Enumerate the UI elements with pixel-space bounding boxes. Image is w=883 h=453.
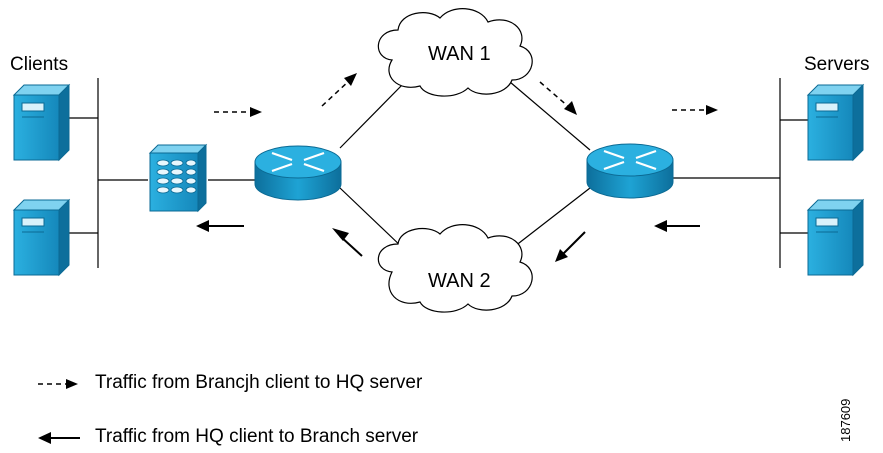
- server-icon: [806, 198, 865, 277]
- wan-cloud-icon: [377, 8, 533, 97]
- router-icon: [586, 143, 674, 199]
- wae-appliance-icon: [148, 143, 208, 213]
- server-icon: [806, 83, 865, 162]
- legend-dashed-arrow-icon: [38, 379, 78, 389]
- router-icon: [254, 145, 342, 201]
- wan1-label: WAN 1: [428, 43, 491, 65]
- figure-id: 187609: [838, 398, 853, 442]
- legend-dashed-text: Traffic from Brancjh client to HQ server: [95, 372, 423, 393]
- clients-label: Clients: [10, 54, 69, 75]
- legend-solid-text: Traffic from HQ client to Branch server: [95, 426, 419, 447]
- dashed-traffic-arrows: [214, 73, 718, 117]
- left-router-wan1-link: [339, 81, 406, 149]
- links: [68, 78, 808, 268]
- client-server-icon: [12, 198, 71, 277]
- wan-cloud-icon: [377, 224, 533, 313]
- wan2-label: WAN 2: [428, 270, 491, 292]
- wan2-right-router-link: [509, 187, 591, 251]
- wan1-right-router-link: [509, 81, 591, 151]
- left-router-wan2-link: [339, 187, 406, 251]
- servers-label: Servers: [804, 54, 870, 75]
- solid-traffic-arrows: [196, 220, 700, 262]
- client-server-icon: [12, 83, 71, 162]
- legend-solid-arrow-icon: [38, 432, 80, 444]
